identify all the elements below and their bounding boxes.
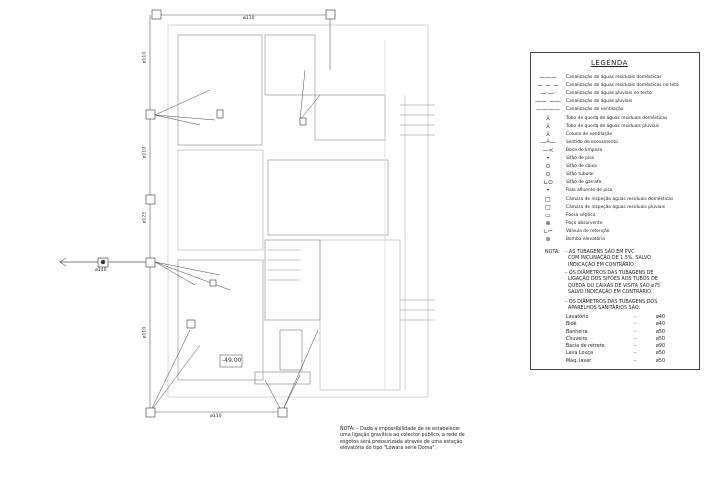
legend-item-label: Sifão tubular xyxy=(566,172,595,178)
fixture-row: Lavatório – ø40 xyxy=(566,315,686,322)
bottom-note: NOTA: – Dada a impossibilidade de se est… xyxy=(340,427,465,451)
legend-item-label: Válvula de retenção xyxy=(566,228,610,234)
vent-column-icon: ⅄ xyxy=(546,130,550,138)
box-trap-icon: ⊙ xyxy=(545,163,551,171)
fixture-dash: – xyxy=(634,358,637,364)
pump-icon xyxy=(100,259,106,265)
fixture-name: Máq. lavar xyxy=(566,358,592,364)
fixture-diameter: ø50 xyxy=(656,329,666,335)
legend-item-label: Canalização de águas pluviais no tecto xyxy=(566,91,652,97)
tq-pluvial-icon: ⅄ xyxy=(546,122,550,130)
fixture-diameter: ø40 xyxy=(656,315,666,320)
fixture-row: Lava Louça – ø50 xyxy=(566,351,686,358)
fixture-name: Lava Louça xyxy=(566,351,594,357)
outlet-arrow-icon xyxy=(59,257,67,267)
fixture-name: Bacia de retrete xyxy=(566,344,605,350)
fixture-name: Chuveiro xyxy=(566,336,588,342)
dim-left-1: ø110 xyxy=(142,51,148,64)
fixture-diameter: ø90 xyxy=(656,344,666,350)
pump-icon: ⊛ xyxy=(545,236,551,243)
inspection-pluvial-icon: □ xyxy=(545,203,551,211)
inspection-chamber-icon xyxy=(145,109,156,120)
legend-item-label: Bomba elevatória xyxy=(566,237,605,242)
line-thin-icon: ———— xyxy=(536,106,560,114)
dim-left-2: ø110 xyxy=(142,146,148,159)
floor-drain-icon: • xyxy=(546,187,550,195)
legend-item-label: Sifão de garrafa xyxy=(566,180,602,186)
dim-left-3: ø125 xyxy=(142,211,148,224)
fixture-name: Banheira xyxy=(566,329,588,335)
note-label: NOTA: xyxy=(545,250,560,255)
legend-item-label: Sifão de piso xyxy=(566,156,595,161)
fixture-row: Banheira – ø50 xyxy=(566,330,686,337)
fixture-diameter: ø50 xyxy=(656,358,666,364)
note-3: – OS DIÂMETROS DAS TUBAGENS DOS APARELHO… xyxy=(565,300,658,312)
fixture-row: Bacia de retrete – ø90 xyxy=(566,344,686,351)
legend-box: LEGENDA ——— Canalização de águas residuai… xyxy=(530,52,700,370)
inspection-chamber-icon xyxy=(325,9,336,20)
inspection-chamber-icon xyxy=(277,407,288,418)
neck-trap-icon: ∟⊙ xyxy=(542,179,554,187)
septic-icon: ▭ xyxy=(545,211,551,219)
fixture-name: Bidé xyxy=(566,322,577,328)
tq-domestic-icon: ⅄ xyxy=(546,114,550,122)
fixture-dash: – xyxy=(634,315,637,320)
fixture-dash: – xyxy=(634,322,637,328)
legend-item-label: Canalização de águas pluviais xyxy=(566,99,633,105)
inspection-chamber-icon xyxy=(151,9,162,20)
floor-trap-icon: • xyxy=(546,155,550,162)
fixture-diameter: ø40 xyxy=(656,322,666,328)
dim-top: ø110 xyxy=(243,16,255,21)
legend-item-label: Coluna de ventilação xyxy=(566,131,613,137)
inspection-chamber-icon xyxy=(145,407,156,418)
legend-item-label: Canalização de ventilação xyxy=(566,107,624,113)
absorbing-well-icon: ⊗ xyxy=(545,219,551,227)
inspection-chamber-icon xyxy=(145,194,156,205)
fixture-row: Chuveiro – ø50 xyxy=(566,337,686,344)
legend-item-label: Tubo de queda de águas residuais domésti… xyxy=(566,115,668,121)
line-solid-icon: ——— xyxy=(539,74,557,81)
cleanout-icon: —< xyxy=(542,146,554,154)
legend-item-label: Poço absorvente xyxy=(566,220,603,226)
level-mark: -49.00 xyxy=(222,357,242,364)
legend-title: LEGENDA xyxy=(591,59,628,67)
line-long-dash-icon: —— —— xyxy=(535,98,561,106)
fixture-dash: – xyxy=(634,336,637,342)
fixture-dash: – xyxy=(634,329,637,335)
flow-direction-icon: —┴— xyxy=(540,138,556,146)
legend-item-label: Sentido do escoamento xyxy=(566,139,618,145)
line-dashdot-icon: —·—· xyxy=(540,90,556,98)
line-dashed-icon: — — — xyxy=(537,82,559,90)
fixture-diameter: ø50 xyxy=(656,336,666,342)
fixture-row: Bidé – ø40 xyxy=(566,322,686,329)
legend-item-label: Fossa séptica xyxy=(566,212,596,218)
note-1: – AS TUBAGENS SÃO EM PVC COM INCLINAÇÃO … xyxy=(565,250,651,268)
legend-item-label: Boca de limpeza xyxy=(566,147,603,153)
dim-left-4: ø110 xyxy=(142,326,148,339)
note-2: – OS DIÂMETROS DAS TUBAGENS DE LIGAÇÃO D… xyxy=(565,271,661,295)
fixture-dash: – xyxy=(634,344,637,350)
legend-item-label: Canalização de águas residuais doméstica… xyxy=(566,75,662,80)
legend-item-label: Canalização de águas residuais doméstica… xyxy=(566,83,679,89)
legend-item-label: Câmara de inspeção águas residuais pluvi… xyxy=(566,204,665,210)
legend-item-label: Tubo de queda de águas residuais pluviai… xyxy=(566,123,660,129)
legend-item-label: Sifão de caixa xyxy=(566,164,597,170)
inspection-chamber-icon xyxy=(145,257,156,268)
inspection-domestic-icon: □ xyxy=(545,195,551,203)
legend-item-label: Ralo afluente de piso xyxy=(566,188,613,194)
fixture-dash: – xyxy=(634,351,637,357)
fixture-name: Lavatório xyxy=(566,315,589,320)
legend-item-label: Câmara de inspeção águas residuais domés… xyxy=(566,196,674,202)
check-valve-icon: ∟⌐ xyxy=(542,227,554,235)
fixture-row: Máq. lavar – ø50 xyxy=(566,359,686,366)
fixture-diameter: ø50 xyxy=(656,351,666,357)
dim-outlet: ø140 xyxy=(95,268,107,273)
dim-bottom: ø110 xyxy=(210,414,222,419)
tube-trap-icon: ⊙ xyxy=(545,171,551,179)
